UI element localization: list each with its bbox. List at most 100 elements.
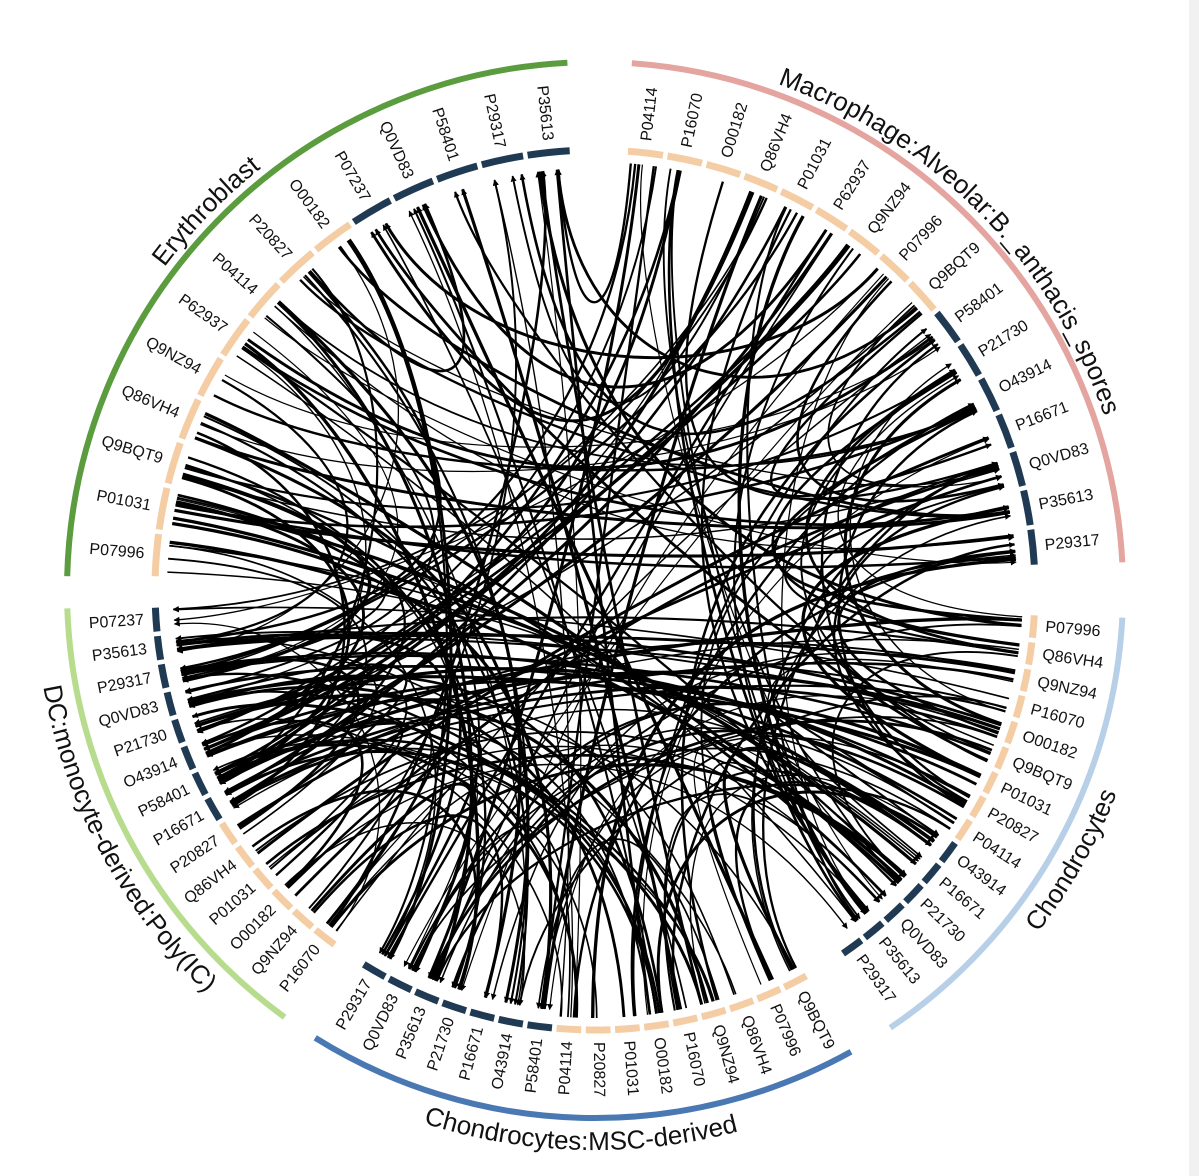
segment-label: O43914: [121, 754, 180, 791]
chord-link: [408, 210, 574, 1018]
chord-link: [536, 838, 720, 1009]
chord-link: [201, 243, 849, 745]
segment-label: P35613: [1037, 486, 1094, 513]
segment-label: Q86VH4: [757, 111, 796, 174]
chord-link: [773, 407, 1023, 622]
segment-dc-monocyte-derived-poly-ic-o43914: [180, 745, 197, 771]
segment-macrophage-alveolar-b-anthacis-spores-o43914: [978, 377, 1000, 413]
group-arc-macrophage-alveolar-b-anthacis-spores: [631, 60, 1126, 563]
segment-chondrocytes-q0vd83: [883, 902, 905, 923]
segment-chondrocytes-msc-derived-q9bqt9: [782, 972, 808, 991]
segment-chondrocytes-msc-derived-p07996: [756, 985, 782, 1003]
segment-label: P16671: [1013, 399, 1071, 435]
segment-label: P58401: [523, 1037, 547, 1094]
chord-link: [175, 379, 349, 645]
segment-macrophage-alveolar-b-anthacis-spores-p16070: [666, 152, 703, 167]
segment-dc-monocyte-derived-poly-ic-q0vd83: [163, 691, 177, 717]
chord-link: [191, 702, 704, 1005]
segment-label: P62937: [175, 291, 230, 337]
chord-link: [242, 345, 1010, 526]
chord-link: [176, 633, 1016, 675]
segment-label: Q0VD83: [1027, 440, 1091, 473]
segment-macrophage-alveolar-b-anthacis-spores-p07996: [879, 253, 910, 283]
chord-link: [219, 641, 1016, 785]
chord-link: [737, 215, 867, 915]
segment-macrophage-alveolar-b-anthacis-spores-p29317: [1027, 529, 1038, 565]
chord-link: [182, 331, 399, 682]
segment-macrophage-alveolar-b-anthacis-spores-q9bqt9: [907, 280, 937, 312]
chord-link: [435, 783, 951, 982]
chord-link: [630, 402, 975, 1017]
segment-chondrocytes-msc-derived-p01031: [614, 1024, 641, 1033]
chord-link: [299, 278, 1011, 518]
chord-link: [411, 702, 981, 971]
segment-label: P04114: [556, 1041, 576, 1096]
segment-label: P16070: [679, 92, 707, 150]
segment-chondrocytes-msc-derived-q9nz94: [700, 1006, 727, 1021]
segment-macrophage-alveolar-b-anthacis-spores-p04114: [627, 147, 664, 159]
segment-macrophage-alveolar-b-anthacis-spores-q9nz94: [847, 228, 881, 256]
segment-dc-monocyte-derived-poly-ic-q86vh4: [234, 844, 256, 869]
chord-link: [212, 740, 598, 1019]
segment-erythroblast-p07996: [151, 533, 163, 577]
chord-link: [555, 163, 632, 304]
segment-chondrocytes-msc-derived-p04114: [556, 1024, 582, 1034]
segment-chondrocytes-q9bqt9: [994, 746, 1010, 770]
chord-link: [684, 181, 998, 501]
chord-link: [169, 540, 903, 882]
chord-link: [382, 224, 688, 1009]
segment-label: P29317: [480, 92, 508, 150]
segment-chondrocytes-msc-derived-o43914: [497, 1015, 524, 1028]
segment-dc-monocyte-derived-poly-ic-p21730: [171, 718, 186, 744]
segment-erythroblast-q9bqt9: [164, 441, 184, 485]
segment-macrophage-alveolar-b-anthacis-spores-p01031: [779, 188, 815, 211]
segment-label: P35613: [393, 1004, 430, 1062]
page-scrollbar[interactable]: [1189, 0, 1199, 1176]
chord-link: [831, 651, 1018, 878]
segment-chondrocytes-p20827: [969, 795, 987, 819]
chord-link: [172, 516, 935, 843]
segment-label: Q0VD83: [97, 698, 161, 730]
segment-chondrocytes-msc-derived-p29317: [361, 961, 387, 980]
chord-link: [176, 616, 1019, 654]
segment-chondrocytes-msc-derived-o00182: [643, 1020, 670, 1031]
segment-label: P62937: [831, 158, 875, 214]
segment-erythroblast-p62937: [220, 317, 251, 357]
chord-link: [662, 168, 901, 883]
segment-erythroblast-p01031: [155, 487, 171, 530]
chord-link: [770, 312, 992, 498]
chord-link: [640, 164, 883, 900]
chord-link: [335, 333, 932, 932]
chord-link: [454, 191, 988, 763]
segment-label: P21730: [424, 1015, 458, 1073]
segment-chondrocytes-p07996: [1028, 615, 1038, 639]
chord-link: [837, 409, 978, 807]
segment-label: Q9NZ94: [143, 334, 204, 378]
segment-label: O00182: [650, 1036, 675, 1095]
segment-label: P01031: [795, 135, 835, 192]
chord-link: [194, 436, 530, 1004]
chord-link: [176, 245, 399, 654]
segment-dc-monocyte-derived-poly-ic-p16671: [204, 796, 223, 822]
chord-link: [214, 743, 579, 1018]
segment-erythroblast-q9nz94: [197, 356, 224, 398]
segment-label: P07996: [896, 212, 946, 264]
segment-label: P16671: [457, 1025, 488, 1083]
segment-chondrocytes-msc-derived-q86vh4: [728, 997, 755, 1013]
chord-link: [517, 695, 1007, 1006]
chord-link: [182, 473, 371, 683]
chord-link: [201, 719, 364, 888]
chord-link: [175, 503, 1017, 569]
chord-link: [187, 190, 751, 705]
segment-label: O43914: [996, 356, 1055, 397]
segment-label: Q9NZ94: [709, 1023, 742, 1086]
segment-erythroblast-o00182: [313, 221, 352, 253]
chord-link: [214, 722, 652, 1015]
chord-link: [781, 278, 890, 914]
chord-link: [429, 719, 993, 980]
segment-macrophage-alveolar-b-anthacis-spores-p16671: [995, 413, 1015, 449]
segment-label: O00182: [1020, 728, 1079, 763]
segment-label: Q0VD83: [376, 119, 417, 182]
chord-link: [519, 173, 922, 436]
segment-macrophage-alveolar-b-anthacis-spores-p62937: [814, 206, 849, 232]
